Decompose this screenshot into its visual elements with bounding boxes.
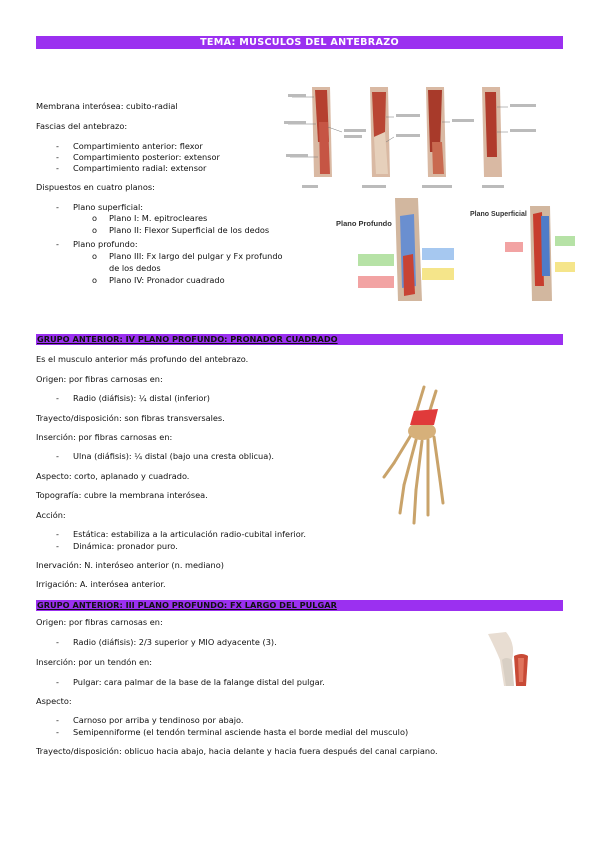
s2-line: Trayecto/disposición: oblicuo hacia abaj… (36, 746, 438, 756)
plano-superficial: Plano superficial: (73, 202, 144, 212)
dash-bullet: - (56, 541, 59, 551)
s1-line: Trayecto/disposición: son fibras transve… (36, 413, 225, 423)
section-header-fx-largo-pulgar: GRUPO ANTERIOR: III PLANO PROFUNDO: FX L… (36, 600, 563, 611)
dash-bullet: - (56, 152, 59, 162)
s1-line: Inserción: por fibras carnosas en: (36, 432, 173, 442)
s2-line: Carnoso por arriba y tendinoso por abajo… (73, 715, 244, 725)
label-box-green (358, 254, 394, 266)
planos-heading: Dispuestos en cuatro planos: (36, 182, 155, 192)
s1-line: Radio (diáfisis): ¼ distal (inferior) (73, 393, 210, 403)
superficial-item: Plano II: Flexor Superficial de los dedo… (109, 225, 270, 235)
forearm-view-3 (426, 87, 446, 177)
fascia-item: Compartimiento radial: extensor (73, 163, 207, 173)
membrana-text: Membrana interósea: cubito-radial (36, 101, 178, 111)
s1-line: Aspecto: corto, aplanado y cuadrado. (36, 471, 190, 481)
label-box-green (555, 236, 575, 246)
plano-superficial-arm (530, 206, 552, 301)
dash-bullet: - (56, 677, 59, 687)
label-box-blue (422, 248, 454, 260)
profundo-item: Plano IV: Pronador cuadrado (109, 275, 225, 285)
fascia-item: Compartimiento posterior: extensor (73, 152, 220, 162)
s2-line: Pulgar: cara palmar de la base de la fal… (73, 677, 325, 687)
label-box-red (358, 276, 394, 288)
s1-line: Irrigación: A. interósea anterior. (36, 579, 166, 589)
profundo-item: Plano III: Fx largo del pulgar y Fx prof… (109, 251, 283, 261)
dash-bullet: - (56, 239, 59, 249)
s1-line: Acción: (36, 510, 66, 520)
superficial-item: Plano I: M. epitrocleares (109, 213, 208, 223)
dash-bullet: - (56, 451, 59, 461)
label-plano-profundo: Plano Profundo (336, 219, 392, 228)
section-header-pronador: GRUPO ANTERIOR: IV PLANO PROFUNDO: PRONA… (36, 334, 563, 345)
s1-line: Es el musculo anterior más profundo del … (36, 354, 249, 364)
dash-bullet: - (56, 141, 59, 151)
s2-line: Inserción: por un tendón en: (36, 657, 153, 667)
s1-line: Inervación: N. interóseo anterior (n. me… (36, 560, 224, 570)
plano-profundo-arm (395, 198, 422, 301)
profundo-item-continuation: de los dedos (109, 263, 161, 273)
dash-bullet: - (56, 163, 59, 173)
forearm-muscles-figure (282, 82, 544, 194)
fascia-item: Compartimiento anterior: flexor (73, 141, 203, 151)
label-box-yellow (555, 262, 575, 272)
forearm-view-4 (482, 87, 502, 177)
dash-bullet: - (56, 715, 59, 725)
planos-figure: Plano Profundo Plano Superficial (330, 196, 575, 304)
s2-line: Aspecto: (36, 696, 72, 706)
s1-line: Origen: por fibras carnosas en: (36, 374, 163, 384)
label-box-yellow (422, 268, 454, 280)
circle-bullet: o (92, 275, 98, 285)
dash-bullet: - (56, 727, 59, 737)
plano-profundo: Plano profundo: (73, 239, 138, 249)
pronador-cuadrado-highlight (410, 409, 438, 425)
s2-line: Radio (diáfisis): 2/3 superior y MIO ady… (73, 637, 277, 647)
elbow-figure (488, 632, 528, 686)
circle-bullet: o (92, 213, 98, 223)
page-title: TEMA: MUSCULOS DEL ANTEBRAZO (36, 36, 563, 49)
dash-bullet: - (56, 529, 59, 539)
forearm-view-1 (312, 87, 332, 177)
forearm-view-2 (370, 87, 390, 177)
label-box-red (505, 242, 523, 252)
s2-line: Semipenniforme (el tendón terminal ascie… (73, 727, 409, 737)
fascias-heading: Fascias del antebrazo: (36, 121, 128, 131)
s1-line: Topografía: cubre la membrana interósea. (36, 490, 208, 500)
s2-line: Origen: por fibras carnosas en: (36, 617, 163, 627)
hand-skeleton-figure (382, 385, 445, 525)
circle-bullet: o (92, 225, 98, 235)
label-plano-superficial: Plano Superficial (470, 211, 527, 218)
dash-bullet: - (56, 637, 59, 647)
s1-line: Dinámica: pronador puro. (73, 541, 178, 551)
s1-line: Estática: estabiliza a la articulación r… (73, 529, 306, 539)
s1-line: Ulna (diáfisis): ¼ distal (bajo una cres… (73, 451, 275, 461)
dash-bullet: - (56, 393, 59, 403)
dash-bullet: - (56, 202, 59, 212)
circle-bullet: o (92, 251, 98, 261)
